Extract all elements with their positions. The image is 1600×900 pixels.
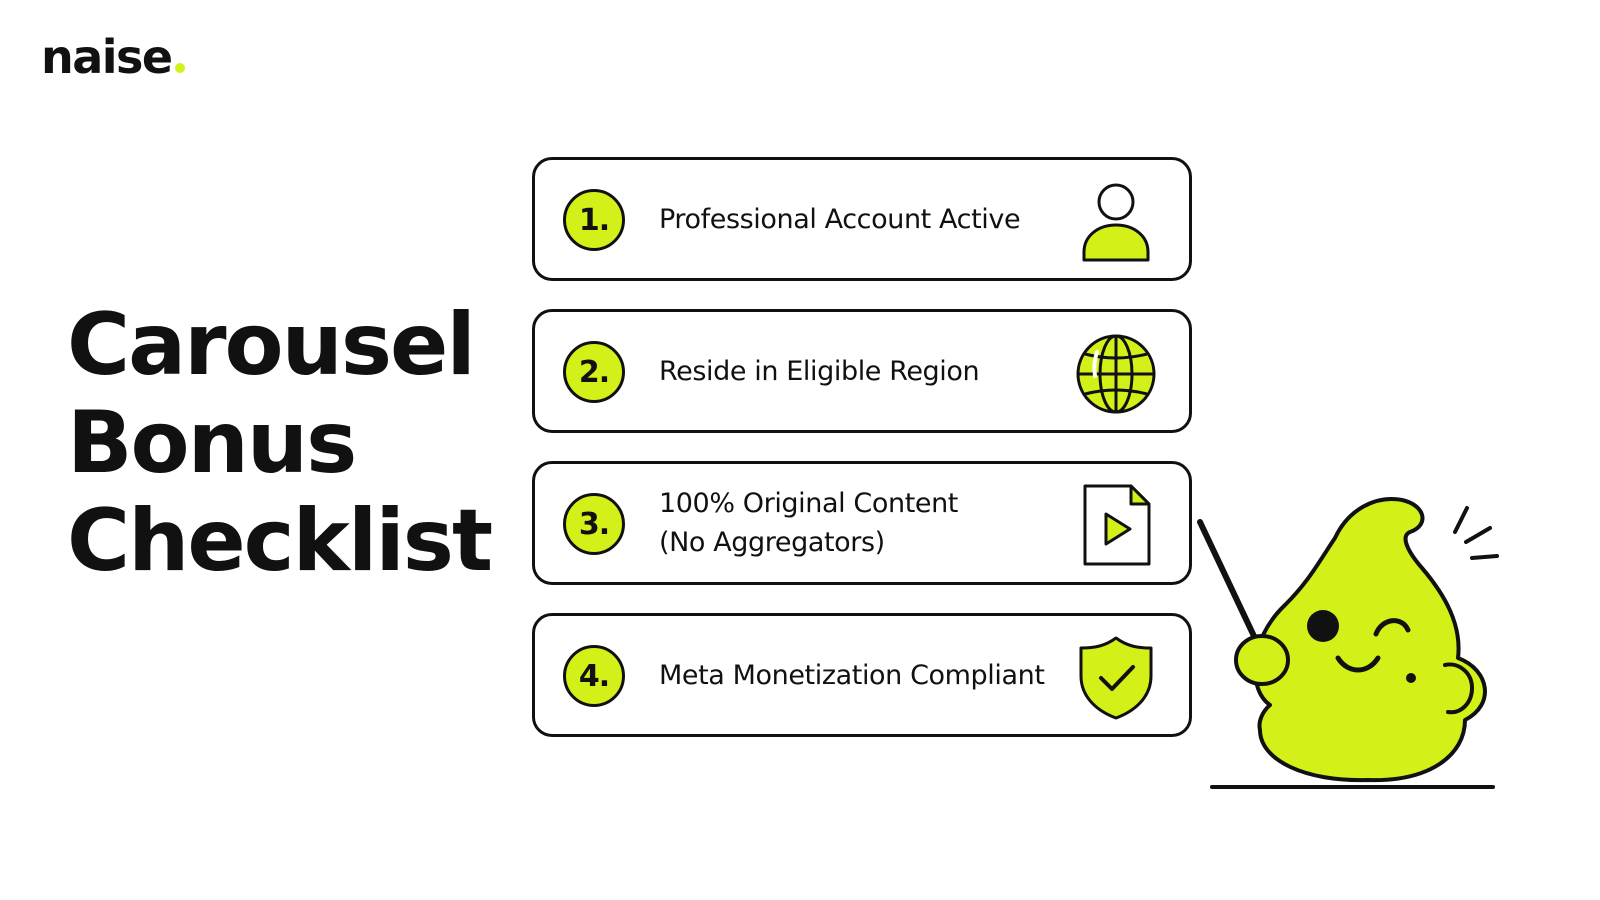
checklist-item-label: 100% Original Content (No Aggregators): [659, 464, 1079, 582]
checklist-item-label: Meta Monetization Compliant: [659, 616, 1079, 734]
page-title: Carousel Bonus Checklist: [67, 296, 507, 590]
shield-check-icon: [1079, 636, 1153, 720]
checklist-item-text: Reside in Eligible Region: [659, 355, 980, 387]
title-line-3: Checklist: [67, 491, 493, 591]
mascot-with-pointer: [1197, 497, 1499, 789]
checklist-item-1: 1. Professional Account Active: [532, 157, 1192, 281]
step-number-badge: 1.: [563, 189, 625, 251]
checklist-item-text: Meta Monetization Compliant: [659, 659, 1045, 691]
logo-dot: [174, 63, 185, 73]
logo-text: naise: [41, 30, 173, 84]
checklist-item-label: Professional Account Active: [659, 160, 1079, 278]
title-line-2: Bonus: [67, 393, 357, 493]
checklist-item-text-line-1: 100% Original Content: [659, 488, 958, 519]
step-number-badge: 2.: [563, 341, 625, 403]
title-line-1: Carousel: [67, 295, 476, 395]
checklist-item-2: 2. Reside in Eligible Region: [532, 309, 1192, 433]
checklist-item-3: 3. 100% Original Content (No Aggregators…: [532, 461, 1192, 585]
checklist-item-label: Reside in Eligible Region: [659, 312, 1079, 430]
globe-icon: [1076, 334, 1156, 414]
step-number-badge: 4.: [563, 645, 625, 707]
checklist-item-text-line-2: (No Aggregators): [659, 527, 885, 558]
step-number-badge: 3.: [563, 493, 625, 555]
user-icon: [1082, 183, 1150, 262]
checklist-item-4: 4. Meta Monetization Compliant: [532, 613, 1192, 737]
checklist-item-text: Professional Account Active: [659, 203, 1021, 235]
video-file-icon: [1083, 484, 1151, 566]
brand-logo: naise: [41, 34, 185, 80]
